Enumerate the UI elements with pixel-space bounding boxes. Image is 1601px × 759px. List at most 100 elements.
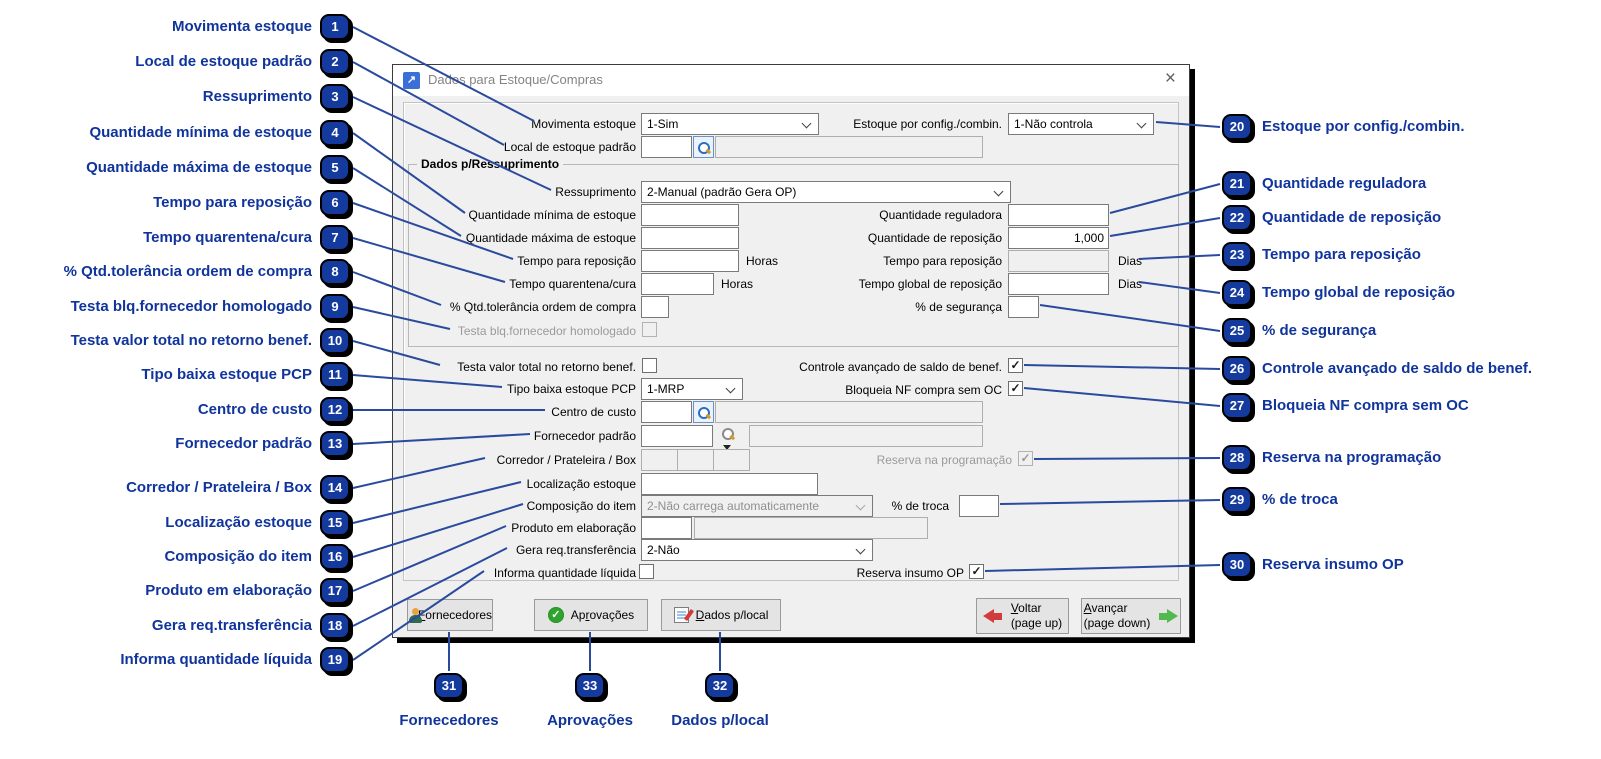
callout-label-22: Quantidade de reposição	[1262, 209, 1442, 226]
dados-plocal-button[interactable]: Dados p/local	[661, 599, 781, 631]
search-options-arrow-icon[interactable]	[723, 445, 731, 450]
reserva-insumo-checkbox[interactable]: ✓	[969, 564, 984, 579]
aprovacoes-button[interactable]: ✓ Aprovações	[534, 599, 648, 631]
qtd-reguladora-input[interactable]	[1008, 204, 1109, 226]
movimenta-estoque-label: Movimenta estoque	[531, 117, 636, 131]
composicao-label: Composição do item	[526, 499, 636, 513]
voltar-button[interactable]: Voltar(page up)	[976, 598, 1069, 634]
bloqueia-nf-label: Bloqueia NF compra sem OC	[845, 383, 1002, 397]
tipo-baixa-select[interactable]: 1-MRP	[641, 378, 743, 400]
callout-badge-29: 29	[1222, 487, 1252, 513]
tipo-baixa-label: Tipo baixa estoque PCP	[507, 382, 636, 396]
search-icon[interactable]	[722, 428, 734, 440]
callout-label-1: Movimenta estoque	[171, 18, 312, 35]
tempo-quarentena-input[interactable]	[641, 273, 714, 295]
tolerancia-input[interactable]	[641, 296, 669, 318]
callout-label-31: Fornecedores	[399, 712, 499, 729]
localizacao-input[interactable]	[641, 473, 818, 495]
bloqueia-nf-checkbox[interactable]: ✓	[1008, 381, 1023, 396]
callout-label-24: Tempo global de reposição	[1262, 284, 1456, 301]
arrow-left-icon	[982, 609, 1004, 623]
box-input	[713, 449, 750, 471]
callout-badge-3: 3	[320, 84, 350, 110]
avancar-button-label: Avançar(page down)	[1083, 601, 1151, 630]
reserva-programacao-label: Reserva na programação	[876, 453, 1012, 467]
troca-label: % de troca	[891, 499, 949, 513]
qtd-maxima-input[interactable]	[641, 227, 739, 249]
local-estoque-label: Local de estoque padrão	[503, 140, 636, 154]
callout-label-32: Dados p/local	[671, 712, 769, 729]
tempo-reposicao-horas-label: Tempo para reposição	[517, 254, 636, 268]
notepad-pencil-icon	[673, 607, 689, 623]
callout-badge-5: 5	[320, 155, 350, 181]
callout-label-3: Ressuprimento	[202, 88, 312, 105]
callout-label-26: Controle avançado de saldo de benef.	[1262, 360, 1533, 377]
callout-label-12: Centro de custo	[197, 401, 312, 418]
qtd-minima-label: Quantidade mínima de estoque	[468, 208, 636, 222]
fornecedores-button[interactable]: Fornecedores	[407, 599, 493, 631]
callout-label-13: Fornecedor padrão	[175, 435, 312, 452]
close-icon[interactable]: ×	[1164, 68, 1176, 89]
testa-valor-checkbox[interactable]	[642, 358, 657, 373]
local-estoque-input[interactable]	[641, 136, 692, 158]
callout-label-8: % Qtd.tolerância ordem de compra	[63, 263, 312, 280]
callout-badge-23: 23	[1222, 242, 1252, 268]
callout-label-19: Informa quantidade líquida	[120, 651, 312, 668]
troca-input[interactable]	[959, 495, 999, 517]
callout-badge-1: 1	[320, 14, 350, 40]
ressuprimento-select[interactable]: 2-Manual (padrão Gera OP)	[641, 181, 1011, 203]
callout-badge-25: 25	[1222, 318, 1252, 344]
callout-badge-24: 24	[1222, 280, 1252, 306]
qtd-reguladora-label: Quantidade reguladora	[879, 208, 1002, 222]
fornecedor-padrao-input[interactable]	[641, 425, 713, 447]
centro-custo-lookup-button[interactable]	[693, 401, 714, 423]
search-icon	[698, 141, 710, 154]
ressuprimento-label: Ressuprimento	[555, 185, 636, 199]
callout-label-21: Quantidade reguladora	[1262, 175, 1427, 192]
window-title: Dados para Estoque/Compras	[428, 72, 603, 87]
callout-badge-7: 7	[320, 225, 350, 251]
estoque-config-label: Estoque por config./combin.	[853, 117, 1002, 131]
voltar-button-label: Voltar(page up)	[1010, 601, 1063, 630]
estoque-config-select[interactable]: 1-Não controla	[1008, 113, 1154, 135]
ressuprimento-group-title: Dados p/Ressuprimento	[417, 156, 564, 172]
centro-custo-input[interactable]	[641, 401, 692, 423]
centro-custo-label: Centro de custo	[551, 405, 636, 419]
gera-req-select[interactable]: 2-Não	[641, 539, 873, 561]
callout-badge-18: 18	[320, 613, 350, 639]
testa-blq-label: Testa blq.fornecedor homologado	[457, 324, 636, 338]
informa-qtd-checkbox[interactable]	[639, 564, 654, 579]
controle-avancado-checkbox[interactable]: ✓	[1008, 358, 1023, 373]
callout-badge-17: 17	[320, 578, 350, 604]
callout-label-4: Quantidade mínima de estoque	[89, 124, 312, 141]
chevron-down-icon	[855, 544, 866, 555]
avancar-button[interactable]: Avançar(page down)	[1081, 598, 1181, 634]
fornecedores-button-label: Fornecedores	[417, 608, 492, 622]
movimenta-estoque-select[interactable]: 1-Sim	[641, 113, 819, 135]
tempo-global-input[interactable]	[1008, 273, 1109, 295]
title-bar: ↗ Dados para Estoque/Compras ×	[393, 65, 1189, 96]
callout-label-14: Corredor / Prateleira / Box	[126, 479, 312, 496]
corredor-label: Corredor / Prateleira / Box	[496, 453, 636, 467]
qtd-reposicao-input[interactable]	[1008, 227, 1109, 249]
seguranca-input[interactable]	[1008, 296, 1039, 318]
callout-badge-13: 13	[320, 431, 350, 457]
callout-badge-10: 10	[320, 328, 350, 354]
dados-plocal-button-label: Dados p/local	[695, 608, 769, 622]
local-estoque-lookup-button[interactable]	[693, 136, 714, 158]
reserva-programacao-checkbox: ✓	[1018, 451, 1033, 466]
qtd-minima-input[interactable]	[641, 204, 739, 226]
centro-custo-description-field	[715, 401, 983, 423]
tolerancia-label: % Qtd.tolerância ordem de compra	[449, 300, 636, 314]
testa-blq-checkbox	[642, 322, 657, 337]
tempo-reposicao-horas-input[interactable]	[641, 250, 739, 272]
callout-badge-14: 14	[320, 475, 350, 501]
produto-elaboracao-input[interactable]	[641, 517, 692, 539]
tempo-reposicao-dias-label: Tempo para reposição	[883, 254, 1002, 268]
app-icon: ↗	[403, 72, 420, 89]
callout-label-28: Reserva na programação	[1262, 449, 1442, 466]
callout-label-18: Gera req.transferência	[151, 617, 312, 634]
callout-badge-31: 31	[434, 673, 464, 699]
composicao-select: 2-Não carrega automaticamente	[641, 495, 873, 517]
